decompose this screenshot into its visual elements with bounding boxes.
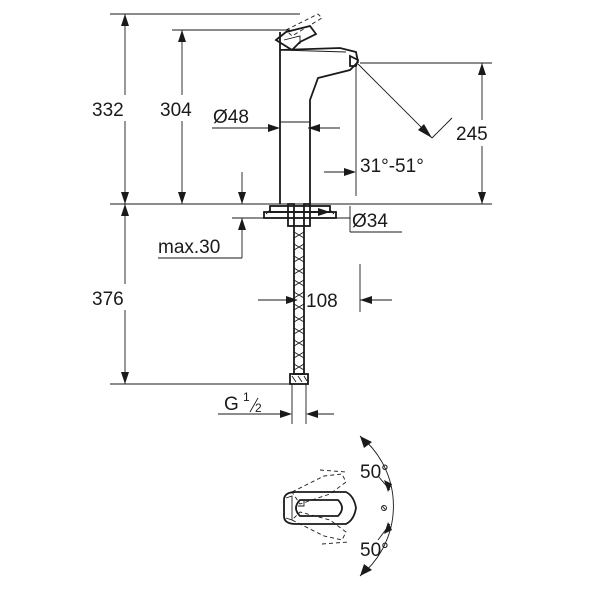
dimension-d48: Ø48: [212, 107, 340, 132]
dimension-332: 332: [92, 14, 152, 204]
dimension-304: 304: [158, 30, 206, 204]
swivel-angle-label: 31°-51°: [360, 156, 424, 177]
outlet-height-label: 245: [456, 124, 488, 145]
flex-hose: [289, 225, 309, 385]
dimension-angle: 31°-51°: [324, 63, 453, 196]
max-thickness-label: max.30: [158, 237, 220, 258]
faucet-body: [274, 13, 360, 204]
lever-angle-bottom-label: 50°: [360, 540, 389, 561]
hole-diameter-label: Ø34: [352, 211, 388, 232]
dimension-245: 245: [454, 63, 502, 204]
spout-height-label: 304: [160, 100, 192, 121]
body-diameter-label: Ø48: [213, 107, 249, 128]
lever-angle-top-label: 50°: [360, 462, 389, 483]
total-height-label: 332: [92, 100, 124, 121]
dimension-108: 108: [258, 264, 392, 312]
plan-view: 50° 50°: [283, 435, 394, 577]
thread-main-label: G: [224, 394, 239, 415]
thread-numerator-label: 1: [243, 390, 250, 404]
dimension-376: 376: [92, 204, 152, 384]
mounting-hardware: [263, 203, 337, 227]
thread-denominator-label: 2: [255, 401, 262, 415]
hose-length-label: 376: [92, 289, 124, 310]
extension-lines: [110, 13, 492, 385]
dimension-max30: max.30: [158, 172, 246, 259]
projection-label: 108: [306, 291, 338, 312]
dimension-thread: G 1 2: [218, 384, 334, 424]
